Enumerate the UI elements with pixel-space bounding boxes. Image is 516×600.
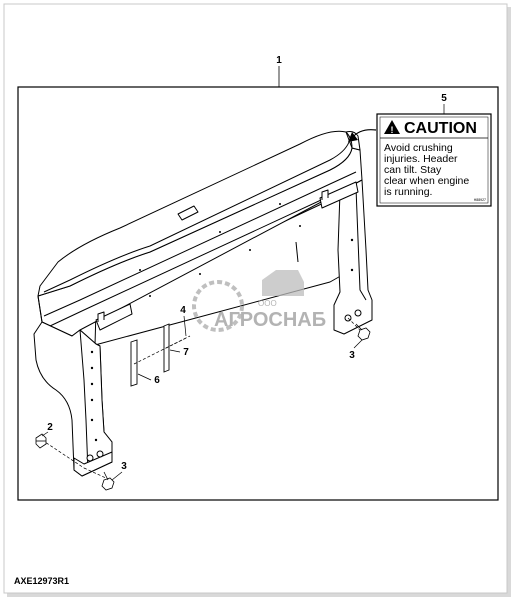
figure-id: AXE12973R1	[14, 576, 69, 586]
caution-line-2: injuries. Header	[384, 153, 458, 165]
callout-7: 7	[183, 347, 189, 358]
caution-label: ! CAUTION Avoid crushing injuries. Heade…	[376, 113, 492, 207]
caution-line-3: can tilt. Stay	[384, 164, 442, 176]
left-upright-inner	[79, 329, 113, 473]
leader-2	[41, 431, 49, 437]
label-arrow-head	[348, 132, 358, 142]
beam-ridge	[43, 141, 350, 293]
left-foot	[73, 451, 113, 477]
caution-line-5: is running.	[384, 186, 432, 198]
leader-7	[169, 349, 181, 353]
right-upright-face	[355, 187, 367, 301]
left-hook	[95, 303, 133, 331]
right-foot-hole-2	[354, 309, 362, 317]
shim-6	[130, 339, 138, 387]
caution-label-inner	[379, 116, 489, 204]
watermark-brand: АГРОСНАБ	[214, 309, 326, 331]
right-upright	[333, 179, 373, 335]
callout-2: 2	[47, 422, 53, 433]
watermark-small: ООО	[258, 299, 277, 308]
assembly-box	[17, 86, 499, 501]
callout-3-right: 3	[349, 350, 355, 361]
left-hook-lip	[97, 311, 105, 322]
caution-line-4: clear when engine	[384, 175, 469, 187]
back-slot	[295, 241, 299, 263]
carrier-frame	[33, 130, 373, 477]
alignment-lines	[41, 317, 363, 479]
left-foot-hole-1	[86, 454, 94, 462]
leader-6	[137, 373, 152, 381]
warning-triangle-mark: !	[391, 125, 394, 135]
bolt-3-right	[355, 323, 371, 341]
caution-code: H88927	[474, 198, 486, 202]
callout-1: 1	[276, 55, 282, 66]
warning-triangle-icon	[384, 120, 400, 134]
bolt-2	[35, 433, 47, 449]
watermark: ООО АГРОСНАБ	[192, 270, 326, 332]
leader-3-right	[353, 339, 363, 349]
callout-3-left: 3	[121, 461, 127, 472]
center-latch	[177, 205, 199, 221]
callout-5: 5	[441, 93, 447, 104]
right-hook-lip	[321, 189, 329, 200]
right-hook	[319, 181, 359, 209]
leader-3-left	[111, 471, 123, 481]
caution-title: CAUTION	[404, 120, 477, 137]
callout-4: 4	[180, 305, 186, 316]
leader-4	[183, 315, 187, 337]
bolt-3-left	[101, 471, 115, 491]
beam-lower-edge	[43, 171, 357, 317]
caution-line-1: Avoid crushing	[384, 142, 453, 154]
left-foot-hole-2	[96, 450, 104, 458]
watermark-tractor-icon	[262, 270, 304, 296]
callout-6: 6	[154, 375, 160, 386]
watermark-gear-icon	[192, 280, 244, 332]
frame-holes	[90, 203, 354, 442]
